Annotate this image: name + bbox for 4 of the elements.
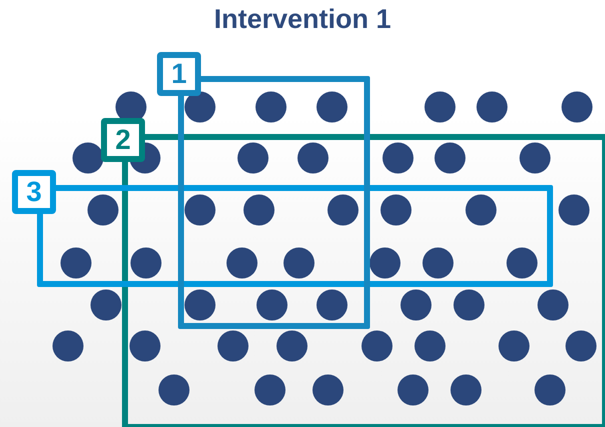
frame-number: 1 <box>157 52 201 96</box>
frame-number: 3 <box>12 170 56 214</box>
frame-number: 2 <box>101 118 145 162</box>
title: Intervention 1 <box>212 4 392 35</box>
